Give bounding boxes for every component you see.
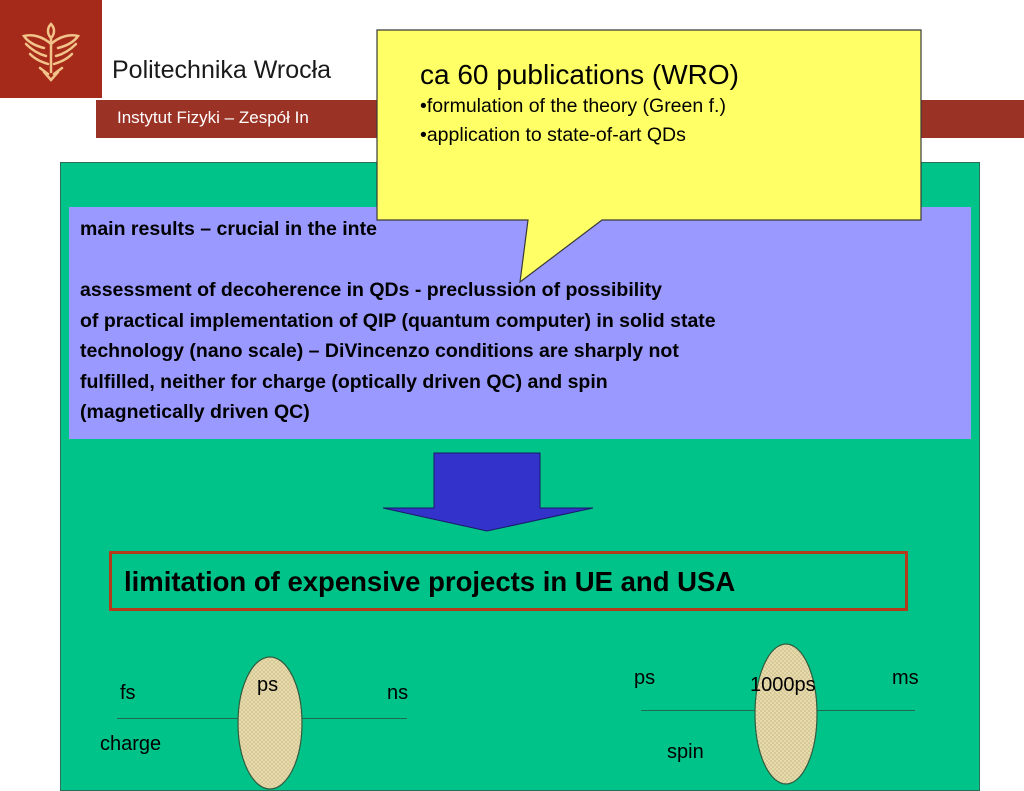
institute-title: Instytut Fizyki – Zespół In (117, 108, 309, 127)
results-line: fulfilled, neither for charge (optically… (80, 370, 608, 393)
callout-item: •application to state-of-art QDs (420, 124, 686, 146)
results-line: (magnetically driven QC) (80, 401, 310, 423)
charge-center-label: ps (257, 674, 279, 696)
spin-ellipse-icon (754, 643, 818, 785)
results-heading-start: main results – crucial in the inte (80, 218, 377, 240)
limitation-text: limitation of expensive projects in UE a… (124, 566, 736, 597)
results-line: technology (nano scale) – DiVincenzo con… (80, 340, 679, 362)
spin-right-label: ms (892, 667, 919, 689)
university-logo (0, 0, 102, 98)
down-arrow-icon (382, 452, 594, 532)
callout-content: ca 60 publications (WRO) •formulation of… (420, 58, 910, 150)
eagle-emblem-icon (21, 22, 81, 82)
spin-name-label: spin (667, 741, 704, 763)
spin-left-label: ps (634, 667, 656, 689)
spin-center-label: 1000ps (750, 674, 816, 696)
results-line: assessment of decoherence in QDs - precl… (80, 279, 662, 301)
callout-shape (376, 29, 922, 284)
charge-name-label: charge (100, 733, 162, 755)
limitation-box: limitation of expensive projects in UE a… (109, 551, 908, 611)
charge-right-label: ns (387, 682, 409, 704)
university-title: Politechnika Wrocła (112, 56, 332, 84)
callout-title: ca 60 publications (WRO) (420, 59, 740, 90)
charge-ellipse-icon (237, 656, 303, 790)
results-line: of practical implementation of QIP (quan… (80, 309, 716, 332)
charge-left-label: fs (120, 682, 136, 704)
callout-item: •formulation of the theory (Green f.) (420, 95, 726, 117)
